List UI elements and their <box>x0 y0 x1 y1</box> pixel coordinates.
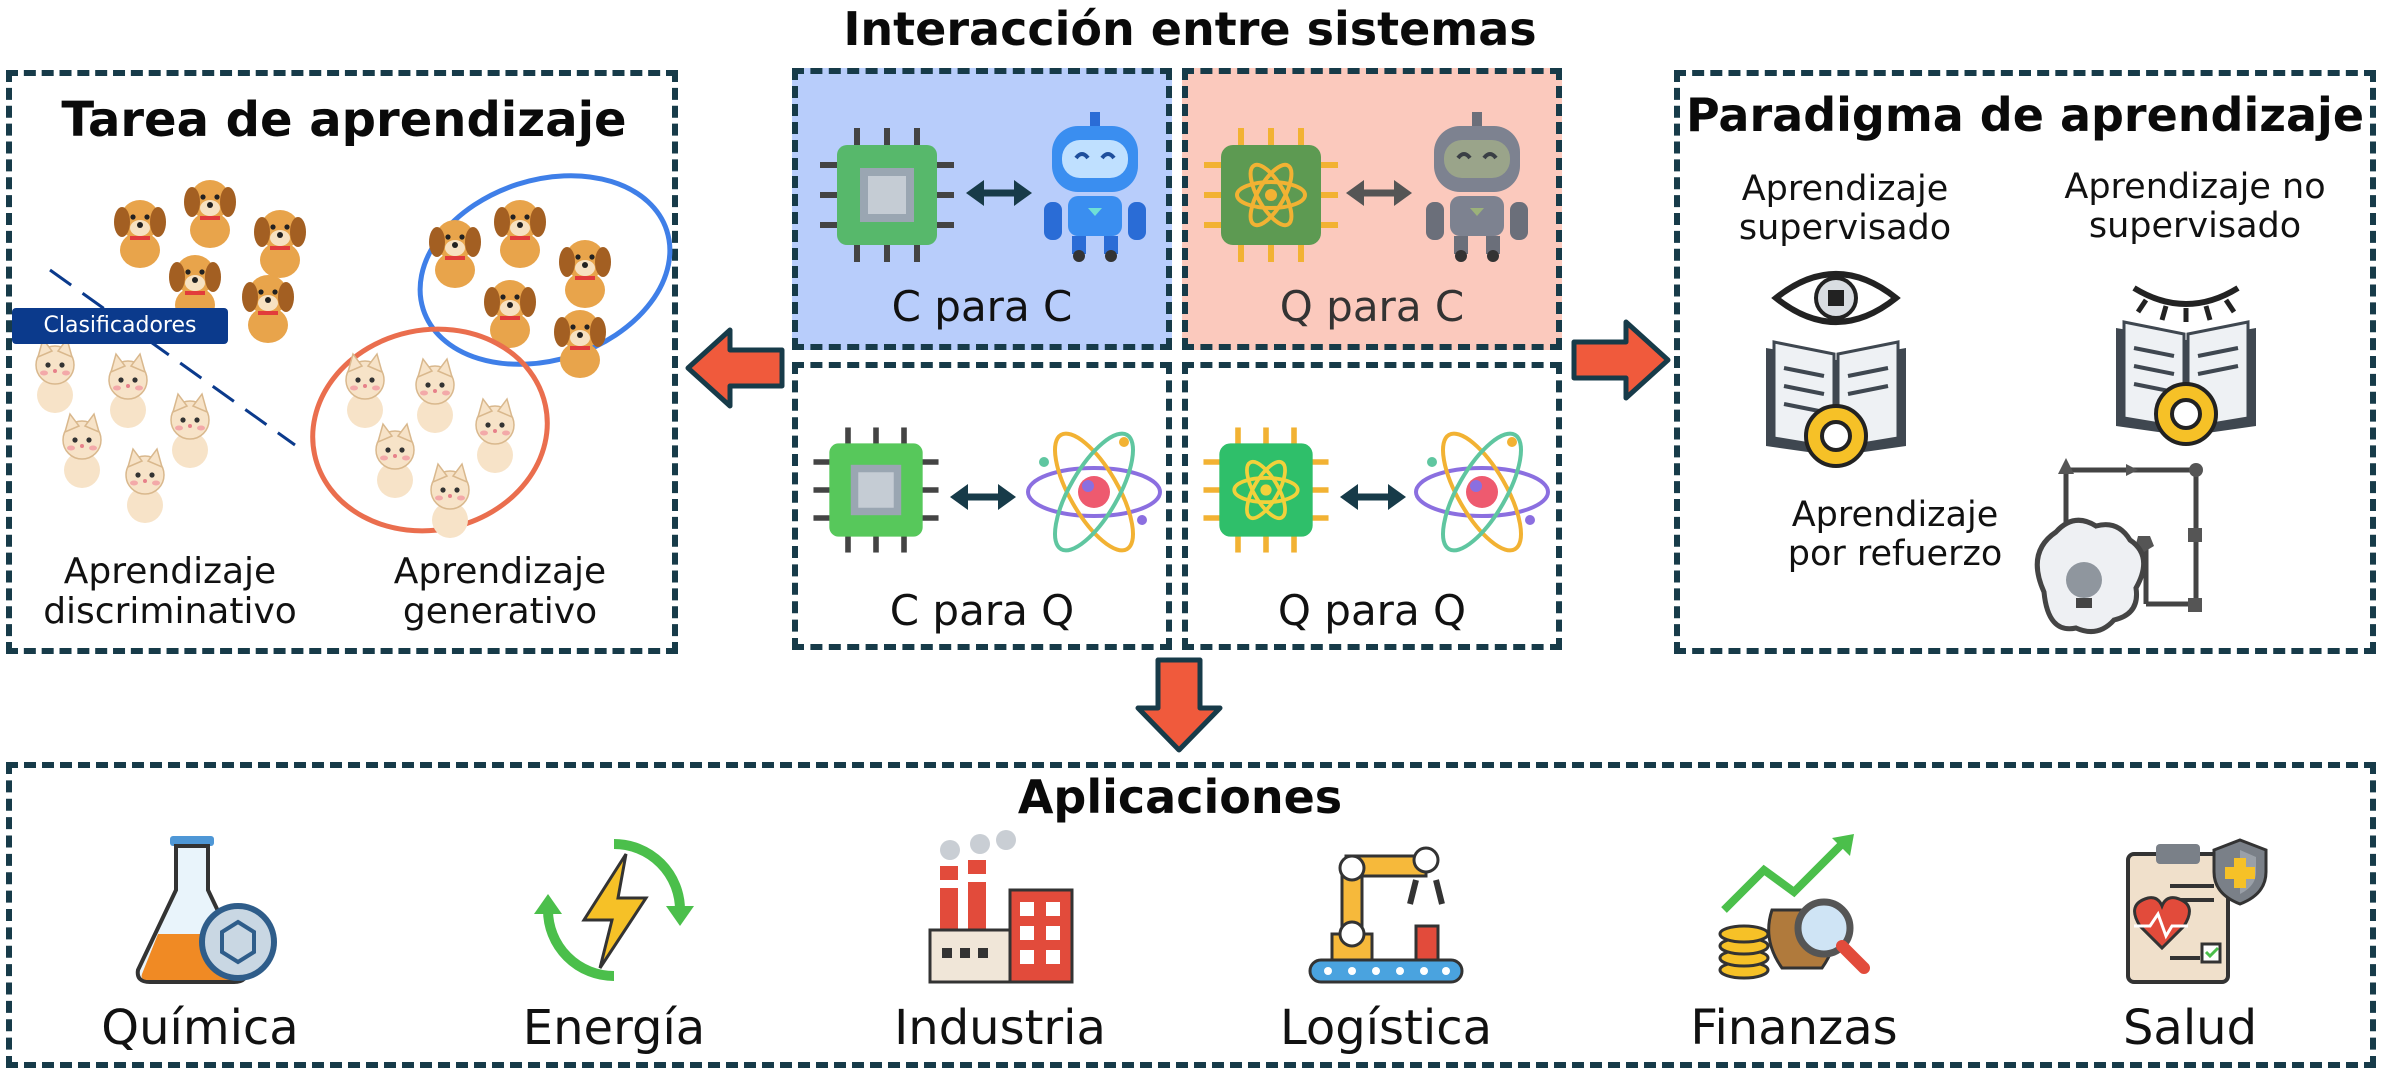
application-name-energia: Energía <box>522 1000 706 1056</box>
health-clipboard-icon <box>2126 838 2268 984</box>
learning-paradigm-title: Paradigma de aprendizaje <box>1685 88 2365 142</box>
reinforcement-label: Aprendizaje por refuerzo <box>1787 495 2003 575</box>
robot-icon <box>1044 112 1146 262</box>
factory-icon <box>928 830 1074 984</box>
application-item: Logística <box>1256 830 1516 1056</box>
application-item: Química <box>70 830 330 1056</box>
unsupervised-label: Aprendizaje no supervisado <box>2064 167 2326 247</box>
classification-illustration <box>35 173 673 539</box>
discriminative-learning-label: Aprendizaje discriminativo <box>43 551 297 633</box>
double-arrow-icon <box>966 180 1032 206</box>
application-name-industria: Industria <box>894 1000 1106 1056</box>
application-name-finanzas: Finanzas <box>1690 1000 1898 1056</box>
application-item: Salud <box>2060 830 2320 1056</box>
unsupervised-book-icon <box>2116 285 2256 446</box>
chemistry-flask-icon <box>135 836 277 984</box>
application-name-salud: Salud <box>2122 1000 2258 1056</box>
arrow-left <box>685 327 785 409</box>
learning-task-title: Tarea de aprendizaje <box>61 92 627 148</box>
robot-gray-icon <box>1426 112 1528 262</box>
cell-q-para-c-label: Q para C <box>1279 282 1465 331</box>
cell-c-para-c-label: C para C <box>891 282 1073 331</box>
cell-q-para-q-label: Q para Q <box>1277 586 1467 635</box>
applications-panel <box>6 762 2376 1068</box>
cell-c-para-q-label: C para Q <box>889 586 1075 635</box>
learning-paradigm-panel <box>1674 70 2376 654</box>
atom-icon <box>1026 431 1162 553</box>
diagram-title: Interacción entre sistemas <box>843 2 1537 56</box>
energy-bolt-icon <box>534 839 694 981</box>
application-name-logistica: Logística <box>1279 1000 1493 1056</box>
classical-chip-icon-2 <box>813 427 939 553</box>
arrow-down <box>1135 657 1223 753</box>
cell-q-para-q: Q para Q <box>1182 362 1562 650</box>
arrow-right <box>1571 319 1671 401</box>
supervised-label: Aprendizaje supervisado <box>1738 169 1952 249</box>
learning-task-panel <box>6 70 678 654</box>
atom-icon-2 <box>1414 431 1550 553</box>
reinforcement-brain-icon <box>2034 458 2203 635</box>
application-item: Industria <box>870 830 1130 1056</box>
quantum-chip-icon-2 <box>1203 427 1329 553</box>
classical-chip-icon <box>820 128 954 262</box>
applications-title: Aplicaciones <box>1017 770 1343 824</box>
quantum-chip-icon <box>1204 128 1338 262</box>
double-arrow-icon-4 <box>1340 484 1406 510</box>
application-name-quimica: Química <box>101 1000 299 1056</box>
robot-arm-icon <box>1308 846 1464 984</box>
classifier-tag: Clasificadores <box>12 308 228 344</box>
double-arrow-icon-3 <box>950 484 1016 510</box>
application-item: Energía <box>484 830 744 1056</box>
application-item: Finanzas <box>1664 830 1924 1056</box>
supervised-book-icon <box>1766 271 1906 468</box>
finance-growth-icon <box>1718 834 1870 980</box>
double-arrow-icon-2 <box>1346 180 1412 206</box>
cell-c-para-q: C para Q <box>792 362 1172 650</box>
generative-learning-label: Aprendizaje generativo <box>393 551 607 633</box>
